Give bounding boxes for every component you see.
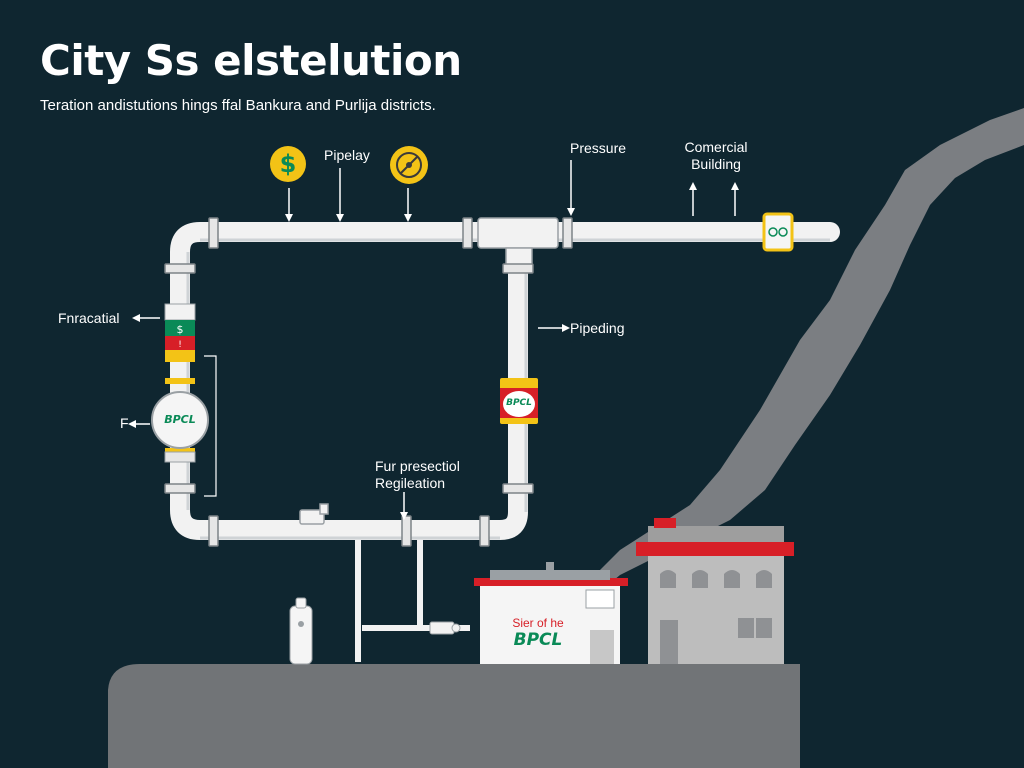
tee-junction xyxy=(477,217,559,249)
label-commercial-line1: Comercial xyxy=(684,139,748,155)
bracket xyxy=(204,355,217,497)
station-sign-brand: BPCL xyxy=(513,630,563,650)
end-meter xyxy=(762,212,794,252)
bpcl-meter xyxy=(151,391,209,449)
left-valve-stack: $ ! xyxy=(164,303,196,463)
ground-terrain xyxy=(108,664,800,768)
dollar-glyph: $ xyxy=(279,150,297,178)
label-commercial-building: Comercial Building xyxy=(670,139,762,173)
pipe-flanges xyxy=(164,217,573,547)
bpcl-station xyxy=(474,562,628,664)
label-regulation-line1: Fur presectiol xyxy=(375,458,460,474)
label-pressure: Pressure xyxy=(570,140,627,156)
commercial-building xyxy=(636,518,794,664)
svg-text:$: $ xyxy=(177,323,184,336)
label-regulation: Fur presectiol Regileation xyxy=(375,458,460,492)
station-sign: Sier of he BPCL xyxy=(492,616,584,650)
pipe-network xyxy=(170,222,840,540)
svg-text:!: ! xyxy=(178,340,182,350)
label-fnracatial: Fnracatial xyxy=(58,310,120,326)
label-f: F xyxy=(120,415,129,431)
pipe-connector xyxy=(451,623,461,633)
gauge-icon xyxy=(390,146,428,184)
page-subtitle: Teration andistutions hings ffal Bankura… xyxy=(40,97,436,114)
dollar-icon: $ xyxy=(270,146,306,182)
regulator-fitting xyxy=(299,503,329,525)
bpcl-valve-label: BPCL xyxy=(506,398,532,408)
label-commercial-line2: Building xyxy=(691,156,741,172)
bpcl-valve xyxy=(500,378,538,424)
label-pipeding: Pipeding xyxy=(570,320,625,336)
page-title: City Ss elstelution xyxy=(40,36,462,85)
road-hill xyxy=(560,108,1024,610)
bpcl-meter-label: BPCL xyxy=(164,413,196,426)
station-sign-line1: Sier of he xyxy=(512,616,564,630)
label-pipelay: Pipelay xyxy=(324,147,370,163)
gas-cylinder xyxy=(289,597,313,665)
label-regulation-line2: Regileation xyxy=(375,475,446,491)
